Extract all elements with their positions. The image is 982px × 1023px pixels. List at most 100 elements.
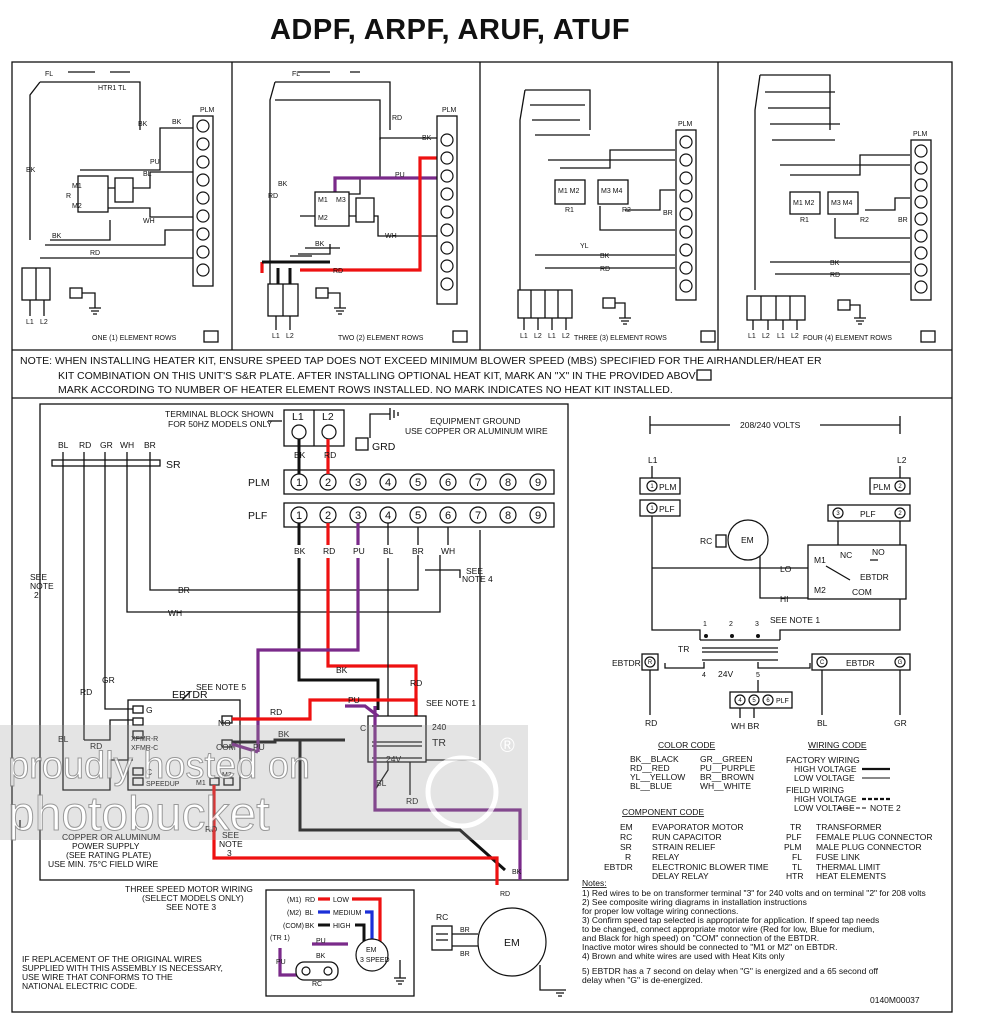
svg-text:PLM: PLM (678, 121, 693, 128)
svg-text:BK: BK (600, 253, 610, 260)
svg-text:RD: RD (600, 266, 610, 273)
svg-text:BK: BK (172, 119, 182, 126)
panel3-label: THREE (3) ELEMENT ROWS (574, 335, 667, 342)
svg-text:BR: BR (663, 210, 673, 217)
panel2-checkbox[interactable] (452, 330, 468, 343)
svg-text:R: R (66, 193, 71, 200)
panel4-checkbox[interactable] (920, 330, 936, 343)
replacement-note: IF REPLACEMENT OF THE ORIGINAL WIRES SUP… (22, 954, 223, 991)
svg-text:M2: M2 (318, 215, 328, 222)
svg-text:2: 2 (898, 484, 902, 490)
svg-text:SPEEDUP: SPEEDUP (146, 781, 180, 788)
svg-text:RD: RD (500, 891, 510, 898)
svg-text:2: 2 (898, 511, 902, 517)
svg-text:COPPER OR ALUMINUM: COPPER OR ALUMINUM (62, 832, 160, 842)
panel4-label: FOUR (4) ELEMENT ROWS (803, 335, 892, 342)
svg-text:EM: EM (366, 947, 377, 954)
panel2-plm-pins (440, 133, 454, 291)
svg-text:DELAY RELAY: DELAY RELAY (652, 871, 709, 881)
svg-text:(COM): (COM) (283, 923, 304, 930)
svg-text:BK: BK (52, 233, 62, 240)
panel1-plm-pins (196, 119, 210, 277)
svg-text:BK: BK (278, 181, 288, 188)
panel2-label: TWO (2) ELEMENT ROWS (338, 335, 424, 342)
svg-text:HIGH VOLTAGE: HIGH VOLTAGE (794, 764, 857, 774)
svg-text:EM: EM (741, 535, 754, 545)
svg-text:NO: NO (872, 547, 885, 557)
svg-text:R1: R1 (565, 207, 574, 214)
svg-text:EBTDR: EBTDR (612, 658, 641, 668)
note-checkbox-sample (696, 369, 712, 381)
svg-text:NOTE: NOTE (219, 839, 243, 849)
svg-text:HIGH VOLTAGE: HIGH VOLTAGE (794, 794, 857, 804)
svg-text:PLM: PLM (873, 482, 890, 492)
svg-text:WH BR: WH BR (731, 721, 759, 731)
note-line-1: NOTE: WHEN INSTALLING HEATER KIT, ENSURE… (20, 355, 822, 367)
svg-text:LOW: LOW (333, 897, 349, 904)
svg-text:(SEE RATING PLATE): (SEE RATING PLATE) (66, 850, 151, 860)
svg-text:NO: NO (218, 718, 231, 728)
svg-text:L1: L1 (548, 333, 556, 340)
svg-text:NATIONAL ELECTRIC CODE.: NATIONAL ELECTRIC CODE. (22, 981, 137, 991)
panel4-plm-pins (914, 144, 928, 294)
svg-text:PU: PU (348, 695, 360, 705)
svg-text:HTR1 TL: HTR1 TL (98, 85, 126, 92)
svg-text:1: 1 (703, 621, 707, 628)
panel3-plm-pins (679, 135, 693, 293)
svg-text:SEE NOTE 1: SEE NOTE 1 (770, 615, 820, 625)
svg-text:THERMAL LIMIT: THERMAL LIMIT (816, 862, 880, 872)
svg-text:SEE: SEE (30, 572, 47, 582)
svg-text:3 SPEED: 3 SPEED (360, 957, 390, 964)
svg-text:BK: BK (294, 450, 306, 460)
svg-text:BR: BR (178, 585, 190, 595)
panel1-checkbox[interactable] (203, 330, 219, 343)
svg-text:C: C (360, 723, 366, 733)
svg-text:FACTORY WIRING: FACTORY WIRING (786, 755, 860, 765)
page-title: ADPF, ARPF, ARUF, ATUF (269, 14, 631, 46)
svg-text:SR: SR (620, 842, 632, 852)
svg-text:L1: L1 (520, 333, 528, 340)
svg-text:M1: M1 (72, 183, 82, 190)
tb-l1: L1 (292, 411, 304, 423)
svg-text:ELECTRONIC BLOWER TIME: ELECTRONIC BLOWER TIME (652, 862, 769, 872)
svg-text:TR: TR (790, 822, 801, 832)
svg-text:NC: NC (840, 550, 852, 560)
svg-text:M3 M4: M3 M4 (601, 188, 623, 195)
terminal-block-note-1: TERMINAL BLOCK SHOWN (165, 409, 274, 419)
svg-text:PLM: PLM (784, 842, 801, 852)
svg-text:1: 1 (296, 510, 302, 522)
svg-text:2) See composite wiring diagra: 2) See composite wiring diagrams in inst… (582, 897, 807, 907)
svg-text:M1 M2: M1 M2 (793, 200, 815, 207)
svg-text:5: 5 (756, 672, 760, 679)
svg-text:4: 4 (738, 698, 742, 704)
terminal-block-note-2: FOR 50HZ MODELS ONLY (168, 419, 273, 429)
svg-text:6: 6 (445, 477, 451, 489)
svg-text:®: ® (500, 735, 515, 757)
svg-text:BR: BR (144, 440, 156, 450)
svg-text:COM: COM (216, 742, 236, 752)
svg-text:SEE NOTE 1: SEE NOTE 1 (426, 698, 476, 708)
svg-text:L1: L1 (777, 333, 785, 340)
panel3-checkbox[interactable] (700, 330, 716, 343)
svg-text:HI: HI (780, 594, 789, 604)
svg-text:5: 5 (415, 510, 421, 522)
svg-text:M1: M1 (318, 197, 328, 204)
part-number: 0140M00037 (870, 995, 920, 1005)
svg-text:WH: WH (385, 233, 397, 240)
svg-text:EM: EM (620, 822, 633, 832)
svg-text:R2: R2 (622, 207, 631, 214)
svg-text:BK: BK (315, 241, 325, 248)
svg-text:HEAT ELEMENTS: HEAT ELEMENTS (816, 871, 886, 881)
svg-text:PU__PURPLE: PU__PURPLE (700, 763, 756, 773)
svg-text:PU: PU (395, 172, 405, 179)
svg-text:M2: M2 (814, 585, 826, 595)
svg-text:(SELECT MODELS ONLY): (SELECT MODELS ONLY) (142, 893, 244, 903)
svg-text:EBTDR: EBTDR (860, 572, 889, 582)
svg-text:6: 6 (766, 698, 770, 704)
svg-text:PLM: PLM (659, 482, 676, 492)
svg-text:NOTE: NOTE (30, 581, 54, 591)
svg-text:3: 3 (355, 510, 361, 522)
svg-text:POWER SUPPLY: POWER SUPPLY (72, 841, 140, 851)
svg-text:5: 5 (752, 698, 756, 704)
